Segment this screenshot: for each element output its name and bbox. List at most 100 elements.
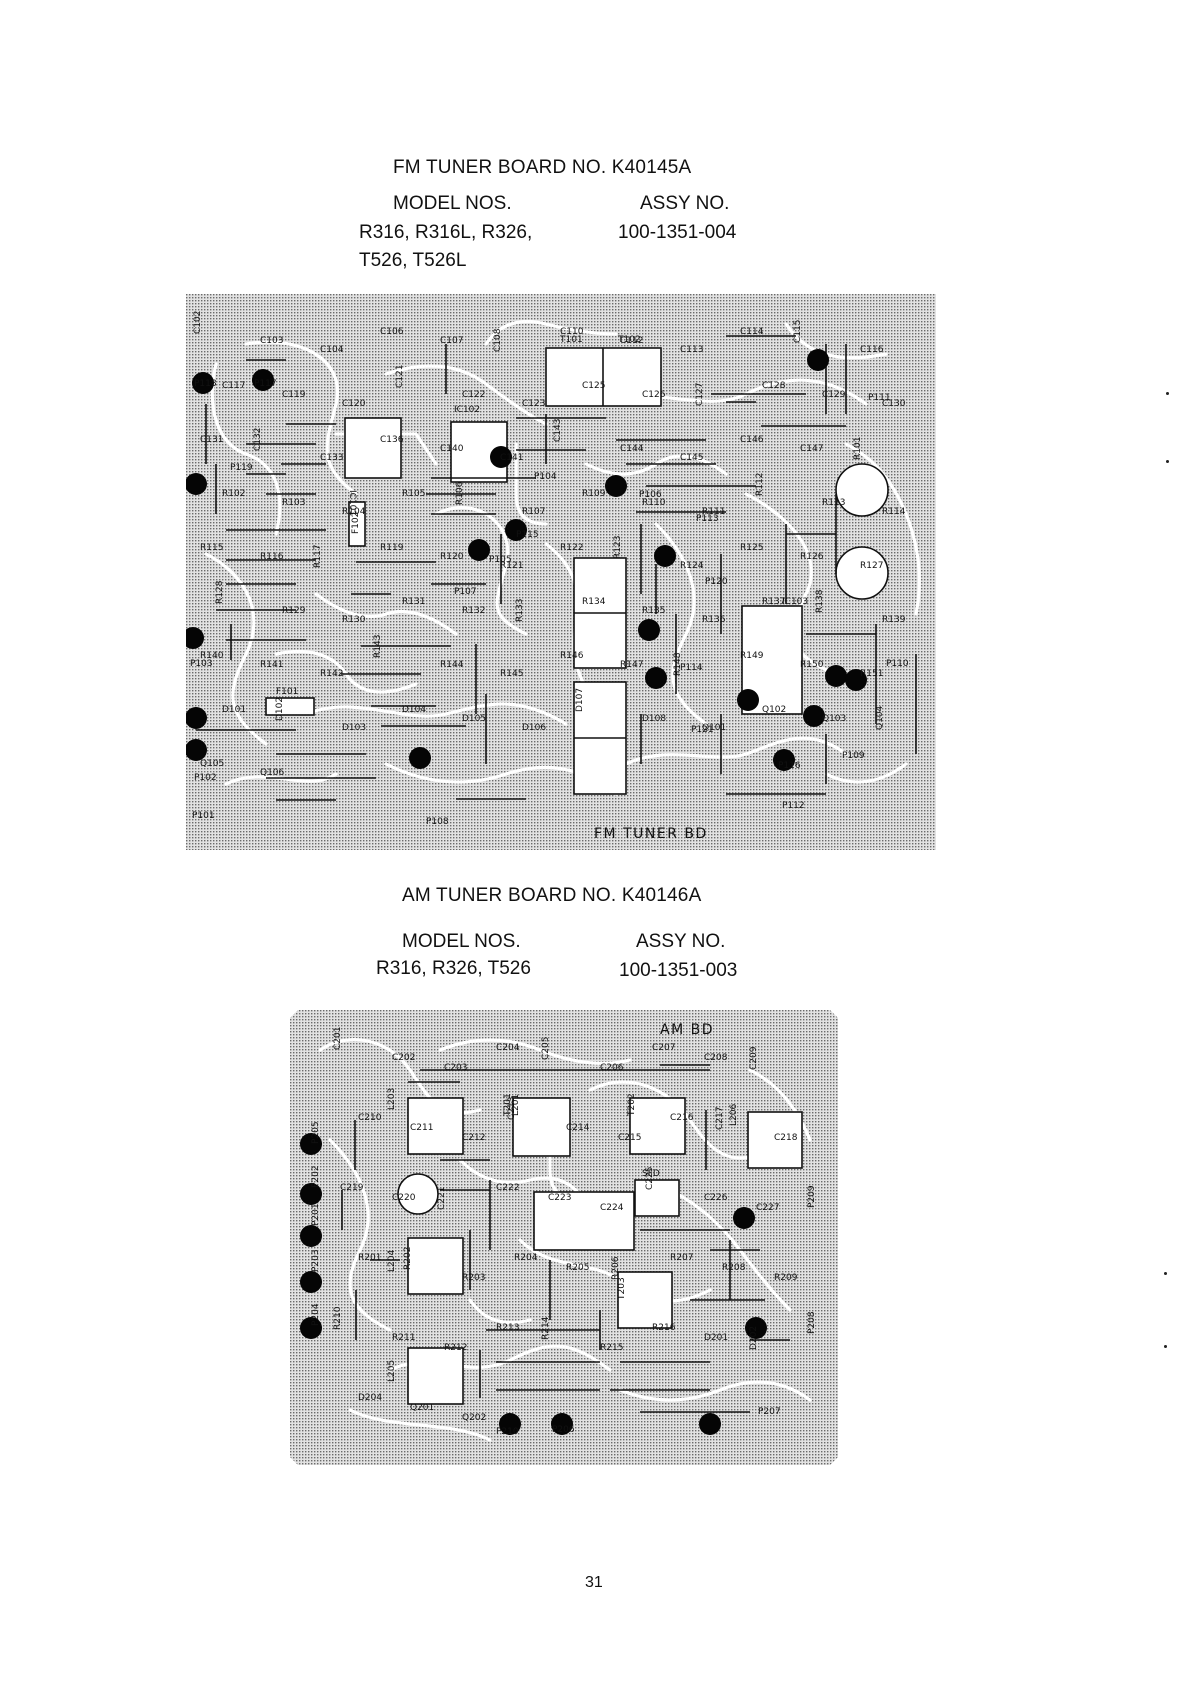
fm-label-r113: R113 — [822, 498, 845, 508]
pad-dot — [733, 1207, 755, 1229]
am-label-c222: C222 — [496, 1183, 519, 1193]
am-label-c214: C214 — [566, 1123, 590, 1133]
fm-label-r119: R119 — [380, 543, 404, 553]
pad-dot — [551, 1413, 573, 1435]
fm-model-header: MODEL NOS. — [393, 193, 512, 214]
fm-pads — [186, 349, 867, 771]
fm-label-r114: R114 — [882, 507, 906, 517]
am-board-label: AM BD — [660, 1022, 714, 1038]
am-model-header: MODEL NOS. — [402, 931, 521, 952]
fm-label-c119: C119 — [282, 390, 306, 400]
am-label-c215: C215 — [618, 1133, 641, 1143]
am-components — [341, 1064, 803, 1413]
am-label-c227: C227 — [756, 1203, 779, 1213]
fm-label-c122: C122 — [462, 390, 485, 400]
am-pads — [300, 1133, 767, 1435]
am-sfd — [634, 1179, 680, 1217]
pad-dot — [845, 669, 867, 691]
fm-label-d106: D106 — [522, 723, 546, 733]
am-board-title: AM TUNER BOARD NO. K40146A — [402, 885, 702, 906]
fm-label-c112: C112 — [620, 336, 643, 346]
am-assy-number: 100-1351-003 — [619, 960, 738, 981]
am-label-sfd: SFD — [642, 1169, 660, 1179]
fm-label-c130: C130 — [882, 399, 906, 409]
am-label-d201: D201 — [704, 1333, 728, 1343]
pad-dot — [468, 539, 490, 561]
fm-assy-number: 100-1351-004 — [618, 222, 737, 243]
fm-label-r134: R134 — [582, 597, 606, 607]
fm-label-r151: R151 — [860, 669, 883, 679]
fm-label-d108: D108 — [642, 714, 666, 724]
fm-label-p118: P118 — [194, 379, 217, 389]
fm-label-c115: C115 — [793, 320, 803, 343]
pad-dot — [409, 747, 431, 769]
fm-label-r128: R128 — [215, 580, 225, 604]
fm-label-r111: R111 — [702, 507, 725, 517]
fm-label-r149: R149 — [740, 651, 764, 661]
am-l204-coil — [407, 1237, 464, 1295]
fm-label-q102: Q102 — [762, 705, 786, 715]
fm-label-c108: C108 — [493, 328, 503, 352]
am-traces — [318, 1038, 812, 1442]
fm-label-c126: C126 — [642, 390, 666, 400]
fm-f102 — [348, 501, 366, 547]
fm-board-diagram: IC101IC102IC103T101T102F101F102P101P102P… — [186, 294, 936, 850]
fm-label-r105: R105 — [402, 489, 425, 499]
fm-label-c117: C117 — [222, 381, 245, 391]
fm-label-p121: P121 — [691, 725, 714, 735]
fm-label-c120: C120 — [342, 399, 366, 409]
fm-label-r139: R139 — [882, 615, 906, 625]
am-label-l205: L205 — [387, 1360, 397, 1382]
fm-label-q101: Q101 — [702, 723, 726, 733]
fm-label-r130: R130 — [342, 615, 366, 625]
am-label-c216: C216 — [670, 1113, 694, 1123]
fm-label-c141: C141 — [500, 453, 523, 463]
am-label-r204: R204 — [514, 1253, 538, 1263]
am-label-d204: D204 — [358, 1393, 382, 1403]
am-label-p204: P204 — [311, 1303, 321, 1326]
pad-dot — [186, 707, 207, 729]
pad-dot — [638, 619, 660, 641]
fm-label-c103: C103 — [260, 336, 283, 346]
am-label-p201: P201 — [311, 1203, 321, 1226]
fm-q-r143 — [835, 546, 889, 600]
margin-speck — [1166, 460, 1169, 463]
pad-dot — [745, 1317, 767, 1339]
pad-dot — [773, 749, 795, 771]
fm-label-r112: R112 — [755, 473, 765, 496]
fm-label-q105: Q105 — [200, 759, 224, 769]
pad-dot — [300, 1271, 322, 1293]
fm-label-c102: C102 — [193, 311, 203, 334]
am-label-c225: C225 — [645, 1167, 655, 1190]
fm-label-r121: R121 — [500, 561, 523, 571]
fm-label-c144: C144 — [620, 444, 644, 454]
fm-label-c133: C133 — [320, 453, 343, 463]
pad-dot — [645, 667, 667, 689]
am-models-line1: R316, R326, T526 — [376, 958, 531, 979]
am-label-c203: C203 — [444, 1063, 467, 1073]
fm-label-c132: C132 — [253, 428, 263, 451]
am-label-c212: C212 — [462, 1133, 485, 1143]
am-label-r212: R212 — [444, 1343, 467, 1353]
pad-dot — [499, 1413, 521, 1435]
pad-dot — [490, 446, 512, 468]
am-l201-coil — [512, 1097, 571, 1157]
am-label-c205: C205 — [541, 1037, 551, 1060]
fm-label-p115: P115 — [516, 530, 539, 540]
fm-ic101 — [344, 417, 402, 479]
pad-dot — [300, 1225, 322, 1247]
am-label-r214: R214 — [541, 1316, 551, 1340]
pad-dot — [252, 369, 274, 391]
fm-label-p104: P104 — [534, 472, 557, 482]
fm-label-c114: C114 — [740, 327, 764, 337]
fm-label-r101: R101 — [853, 437, 863, 460]
am-label-d202: D202 — [749, 1326, 759, 1350]
pad-dot — [300, 1183, 322, 1205]
fm-label-c129: C129 — [822, 390, 846, 400]
fm-label-c136: C136 — [380, 435, 404, 445]
fm-label-c116: C116 — [860, 345, 884, 355]
fm-label-p103: P103 — [190, 659, 213, 669]
fm-label-q104: Q104 — [875, 705, 885, 730]
fm-label-p113: P113 — [696, 514, 719, 524]
